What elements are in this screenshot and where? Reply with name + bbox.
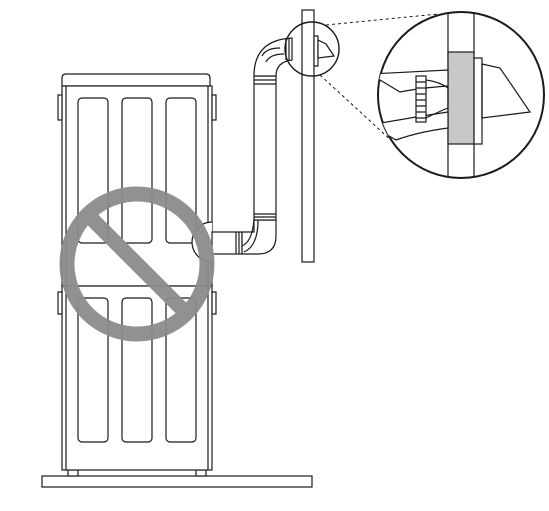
floor-base — [41, 475, 313, 488]
exterior-wall — [301, 9, 315, 263]
stacked-appliance — [57, 73, 217, 477]
zoomed-detail-callout — [377, 11, 545, 179]
detail-marker-circle — [284, 21, 340, 77]
wall-exhaust-hood — [313, 35, 336, 67]
prohibition-icon — [59, 186, 215, 342]
vent-duct — [211, 37, 293, 255]
wall-insulation — [447, 51, 475, 145]
callout-leader-lines — [319, 13, 439, 144]
